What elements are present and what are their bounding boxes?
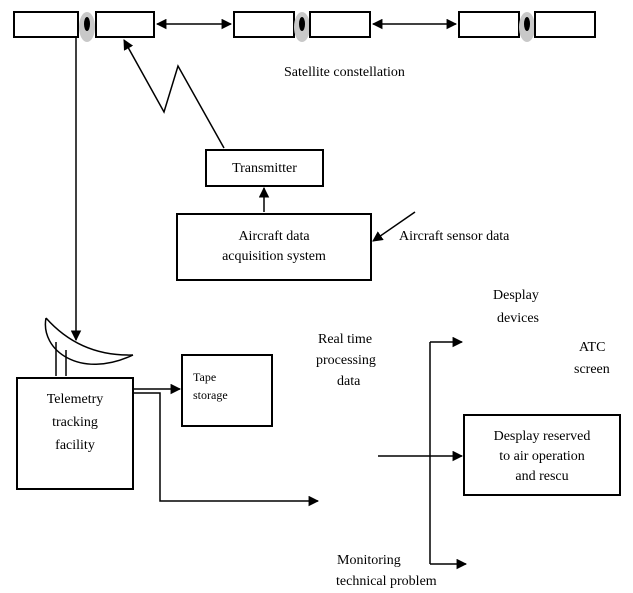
transmitter-box: Transmitter <box>205 149 324 187</box>
monitoring-label-line1: Monitoring <box>337 553 401 568</box>
to-processing-arrow <box>133 392 320 507</box>
display-devices-label-line1: Desplay <box>493 288 539 303</box>
dish-antenna-icon <box>44 317 134 376</box>
uplink-zigzag-arrow <box>123 39 225 149</box>
aircraft-sensor-data-label: Aircraft sensor data <box>399 229 510 244</box>
transmitter-label: Transmitter <box>232 161 297 176</box>
satellite-1 <box>13 11 155 42</box>
tape-label-line2: storage <box>193 388 228 402</box>
real-time-label-line2: processing <box>316 353 376 368</box>
telemetry-label-line3: facility <box>55 438 95 453</box>
display-devices-label-line2: devices <box>497 311 539 326</box>
sensor-data-arrow <box>372 211 416 242</box>
acquisition-label-line1: Aircraft data <box>238 229 310 244</box>
telemetry-label-line2: tracking <box>52 415 98 430</box>
atc-label-line1: ATC <box>579 340 606 355</box>
atc-label-line2: screen <box>574 362 610 377</box>
tape-storage-box: Tape storage <box>181 354 273 427</box>
acquisition-label-line2: acquisition system <box>222 249 326 264</box>
reserved-display-box: Desplay reserved to air operation and re… <box>463 414 621 496</box>
monitoring-label-line2: technical problem <box>336 574 437 589</box>
tape-label-line1: Tape <box>193 370 217 384</box>
reserved-label-line3: and rescu <box>515 469 569 484</box>
acquisition-system-box: Aircraft data acquisition system <box>176 213 372 281</box>
real-time-label-line1: Real time <box>318 332 373 347</box>
satellite-3 <box>458 11 596 42</box>
telemetry-label-line1: Telemetry <box>46 392 104 407</box>
real-time-label-line3: data <box>337 374 361 389</box>
satellite-2 <box>233 11 371 42</box>
satellite-constellation <box>13 11 596 42</box>
reserved-label-line1: Desplay reserved <box>493 429 591 444</box>
reserved-label-line2: to air operation <box>499 449 585 464</box>
telemetry-box: Telemetry tracking facility <box>16 377 134 490</box>
satellite-body <box>84 17 90 31</box>
satellite-constellation-label: Satellite constellation <box>284 65 405 80</box>
